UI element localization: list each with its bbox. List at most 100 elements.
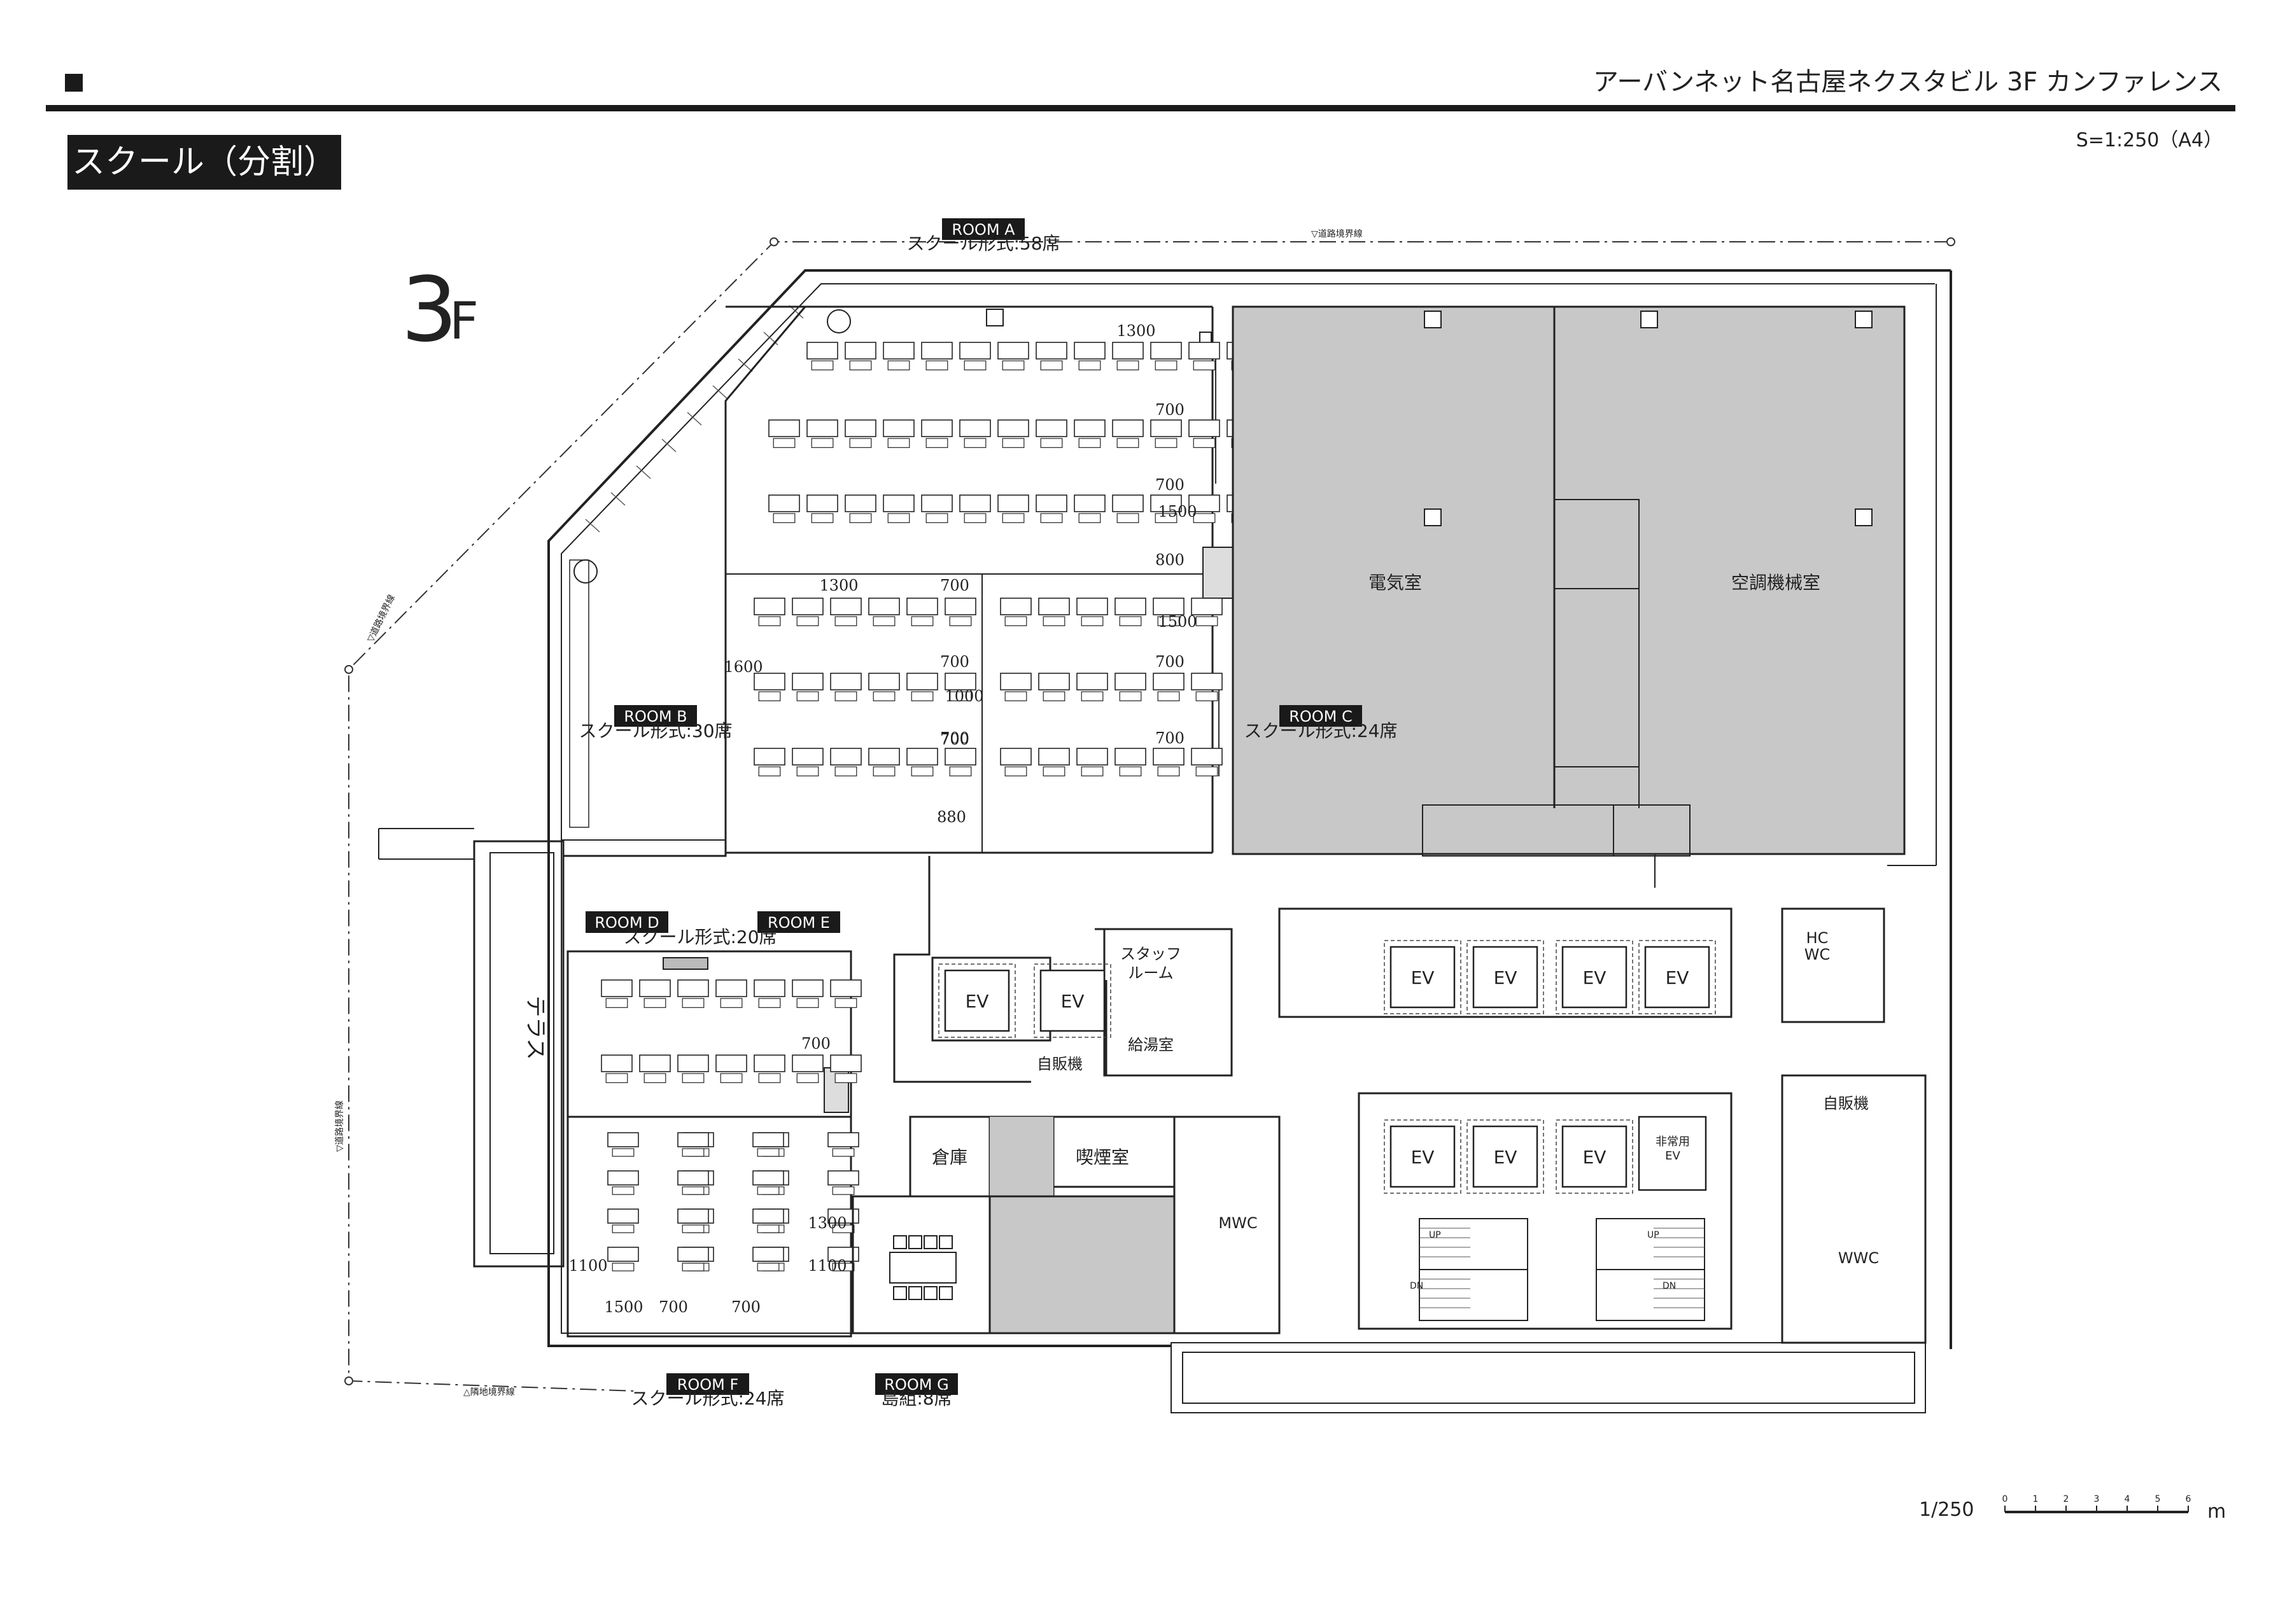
label-terrace: テラス [523, 995, 548, 1060]
room-b2-chair [1081, 766, 1104, 776]
elevator-label: EV [1411, 967, 1435, 988]
room-a-desk [806, 342, 838, 360]
room-a-chair [1155, 513, 1178, 523]
room-f-desk [607, 1247, 639, 1262]
room-b-chair [911, 691, 934, 701]
dimension-label: 700 [801, 1035, 831, 1053]
elevator-label: EV [966, 991, 989, 1012]
elevator-car [1561, 1125, 1628, 1188]
label-dn-2: DN [1663, 1281, 1676, 1291]
layout-label-box [67, 135, 341, 190]
room-a-desk [959, 342, 991, 360]
room-a-desk [997, 419, 1029, 437]
room-b-chair [758, 616, 781, 626]
room-de-desk [601, 979, 633, 997]
elevator-label: EV [1411, 1147, 1435, 1168]
room-b-chair [834, 616, 857, 626]
room-de-chair [643, 998, 666, 1008]
room-b2-chair [1004, 766, 1027, 776]
room-b-desk [754, 673, 785, 690]
room-f2-desk [752, 1170, 784, 1186]
room-a-desk [806, 494, 838, 512]
structural-columns [1424, 311, 1873, 526]
room-f-desk [607, 1208, 639, 1224]
scale-tick: 4 [2125, 1494, 2130, 1504]
room-b-chair [949, 766, 972, 776]
room-de-chair [682, 998, 705, 1008]
dimension-label: 1300 [1116, 322, 1155, 340]
room-f-chair [612, 1263, 635, 1271]
room-a-desk [921, 419, 953, 437]
room-b-chair [796, 691, 819, 701]
room-a-desk [1150, 494, 1182, 512]
room-b-desk [868, 748, 900, 766]
room-de-desk [792, 1054, 824, 1072]
terrace-walls [378, 828, 565, 1268]
room-b2-chair [1157, 616, 1180, 626]
room-b-chair [796, 616, 819, 626]
room-b2-desk [1076, 673, 1108, 690]
label-dn-1: DN [1410, 1281, 1423, 1291]
room-b2-desks [1000, 598, 1223, 776]
room-a-chair [849, 513, 872, 523]
room-a-desk [1036, 419, 1067, 437]
room-b-chair [758, 691, 781, 701]
room-b2-desk [1114, 673, 1146, 690]
elevator-label: EV [1494, 1147, 1517, 1168]
c-lower-rooms [1422, 804, 1691, 888]
room-de-desk [715, 979, 747, 997]
room-f2-chair [832, 1148, 855, 1157]
room-b2-desk [1038, 598, 1070, 615]
room-de-chair [834, 998, 857, 1008]
room-a-chair [1193, 513, 1216, 523]
room-b-chair [949, 616, 972, 626]
room-a-desk [1188, 494, 1220, 512]
dimension-label: 700 [940, 731, 969, 748]
room-badge-c [1279, 705, 1362, 727]
room-a-desk [806, 419, 838, 437]
room-b-desk [830, 673, 862, 690]
room-de-chair [758, 1073, 781, 1083]
room-badge-e [757, 911, 840, 933]
room-de-chair [605, 1073, 628, 1083]
room-f-desk [607, 1132, 639, 1147]
room-a-desk [959, 419, 991, 437]
room-a-chair [1078, 513, 1101, 523]
elevator-car [1389, 1125, 1456, 1188]
shaft-fill [990, 1117, 1053, 1196]
room-desc-f: スクール形式:24席 [631, 1388, 784, 1409]
room-a-desk [1150, 419, 1182, 437]
room-b2-desk [1076, 598, 1108, 615]
label-up-1: UP [1429, 1230, 1441, 1240]
room-f2-chair [832, 1224, 855, 1233]
room-a-chair [964, 513, 987, 523]
room-a-desks [768, 342, 1258, 523]
label-kyuto: 給湯室 [1128, 1036, 1174, 1054]
room-de-desks [601, 979, 862, 1083]
room-f2-chair [757, 1263, 780, 1271]
elevator-label: EV [1583, 967, 1607, 988]
room-de-desk [754, 1054, 785, 1072]
room-a-chair [1002, 360, 1025, 370]
room-b2-desk [1114, 598, 1146, 615]
room-de-desk [715, 1054, 747, 1072]
room-b2-chair [1043, 616, 1065, 626]
room-de-desk [677, 979, 709, 997]
dimension-label: 700 [940, 653, 969, 671]
av-wagon-de [663, 957, 708, 970]
room-b2-chair [1043, 691, 1065, 701]
room-b-desk [945, 748, 976, 766]
dimension-label: 800 [1155, 551, 1185, 569]
scale-tick: 2 [2064, 1494, 2069, 1504]
room-b-chair [911, 616, 934, 626]
room-b2-chair [1119, 691, 1142, 701]
room-a-chair [1002, 438, 1025, 448]
header-rule [46, 105, 2235, 111]
header-title: アーバンネット名古屋ネクスタビル 3F カンファレンス [1593, 67, 2223, 97]
label-hc-2: WC [1804, 946, 1831, 963]
room-b2-chair [1043, 766, 1065, 776]
room-f-chair [612, 1148, 635, 1157]
room-badge-text-f: ROOM F [677, 1376, 739, 1394]
